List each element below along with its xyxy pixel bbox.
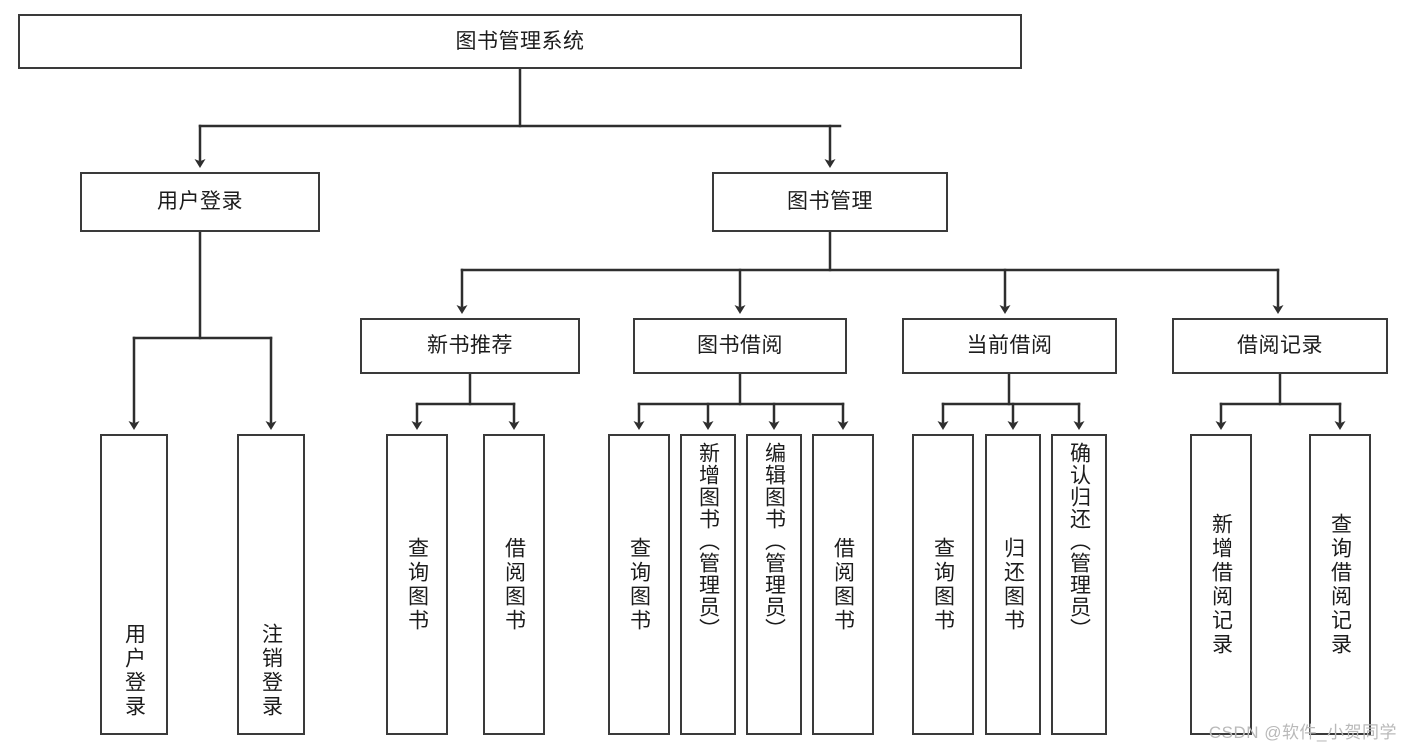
node-leaf-logout-label: 注销登录	[259, 623, 283, 719]
node-leaf-add-book[interactable]: 新增图书（管理员）	[680, 434, 736, 735]
node-leaf-edit-book[interactable]: 编辑图书（管理员）	[746, 434, 802, 735]
node-new-book-recommend-label: 新书推荐	[427, 334, 513, 358]
node-leaf-confirm-return[interactable]: 确认归还（管理员）	[1051, 434, 1107, 735]
node-leaf-query-book-3[interactable]: 查询图书	[912, 434, 974, 735]
node-borrow-record-label: 借阅记录	[1237, 334, 1323, 358]
node-leaf-logout[interactable]: 注销登录	[237, 434, 305, 735]
connector-root-to-level2	[194, 67, 842, 168]
node-book-manage-label: 图书管理	[787, 190, 873, 214]
node-leaf-user-login-label: 用户登录	[122, 623, 146, 719]
node-leaf-confirm-return-label: 确认归还（管理员）	[1067, 442, 1091, 640]
node-leaf-query-book-3-label: 查询图书	[931, 536, 955, 633]
node-leaf-query-book-1[interactable]: 查询图书	[386, 434, 448, 735]
node-leaf-borrow-book-2[interactable]: 借阅图书	[812, 434, 874, 735]
node-leaf-edit-book-label: 编辑图书（管理员）	[762, 442, 786, 640]
node-leaf-borrow-book-2-label: 借阅图书	[831, 536, 855, 633]
node-leaf-user-login[interactable]: 用户登录	[100, 434, 168, 735]
connector-book-manage-to-level3	[456, 230, 1284, 314]
node-root[interactable]: 图书管理系统	[18, 14, 1022, 69]
node-leaf-add-record[interactable]: 新增借阅记录	[1190, 434, 1252, 735]
node-leaf-return-book[interactable]: 归还图书	[985, 434, 1041, 735]
connector-user-login-to-leaves	[128, 230, 277, 430]
node-leaf-query-book-2-label: 查询图书	[627, 536, 651, 633]
connector-book-borrow-to-leaves	[633, 372, 849, 430]
node-current-borrow[interactable]: 当前借阅	[902, 318, 1117, 374]
node-leaf-borrow-book-1-label: 借阅图书	[502, 536, 526, 633]
node-leaf-borrow-book-1[interactable]: 借阅图书	[483, 434, 545, 735]
node-root-label: 图书管理系统	[455, 29, 585, 53]
node-leaf-query-record-label: 查询借阅记录	[1328, 512, 1352, 657]
node-current-borrow-label: 当前借阅	[966, 334, 1053, 358]
node-new-book-recommend[interactable]: 新书推荐	[360, 318, 580, 374]
node-leaf-return-book-label: 归还图书	[1001, 536, 1025, 633]
node-book-borrow-label: 图书借阅	[697, 334, 783, 358]
node-leaf-add-record-label: 新增借阅记录	[1209, 512, 1233, 657]
node-user-login[interactable]: 用户登录	[80, 172, 320, 232]
connector-current-borrow-to-leaves	[937, 372, 1085, 430]
node-user-login-label: 用户登录	[157, 190, 243, 214]
node-leaf-add-book-label: 新增图书（管理员）	[696, 442, 720, 640]
node-borrow-record[interactable]: 借阅记录	[1172, 318, 1388, 374]
node-book-manage[interactable]: 图书管理	[712, 172, 948, 232]
watermark-text: CSDN @软件_小贺同学	[1208, 723, 1397, 742]
node-book-borrow[interactable]: 图书借阅	[633, 318, 847, 374]
connector-new-book-recommend-to-leaves	[411, 372, 520, 430]
node-leaf-query-record[interactable]: 查询借阅记录	[1309, 434, 1371, 735]
node-leaf-query-book-1-label: 查询图书	[405, 536, 429, 633]
connector-borrow-record-to-leaves	[1215, 372, 1346, 430]
node-leaf-query-book-2[interactable]: 查询图书	[608, 434, 670, 735]
